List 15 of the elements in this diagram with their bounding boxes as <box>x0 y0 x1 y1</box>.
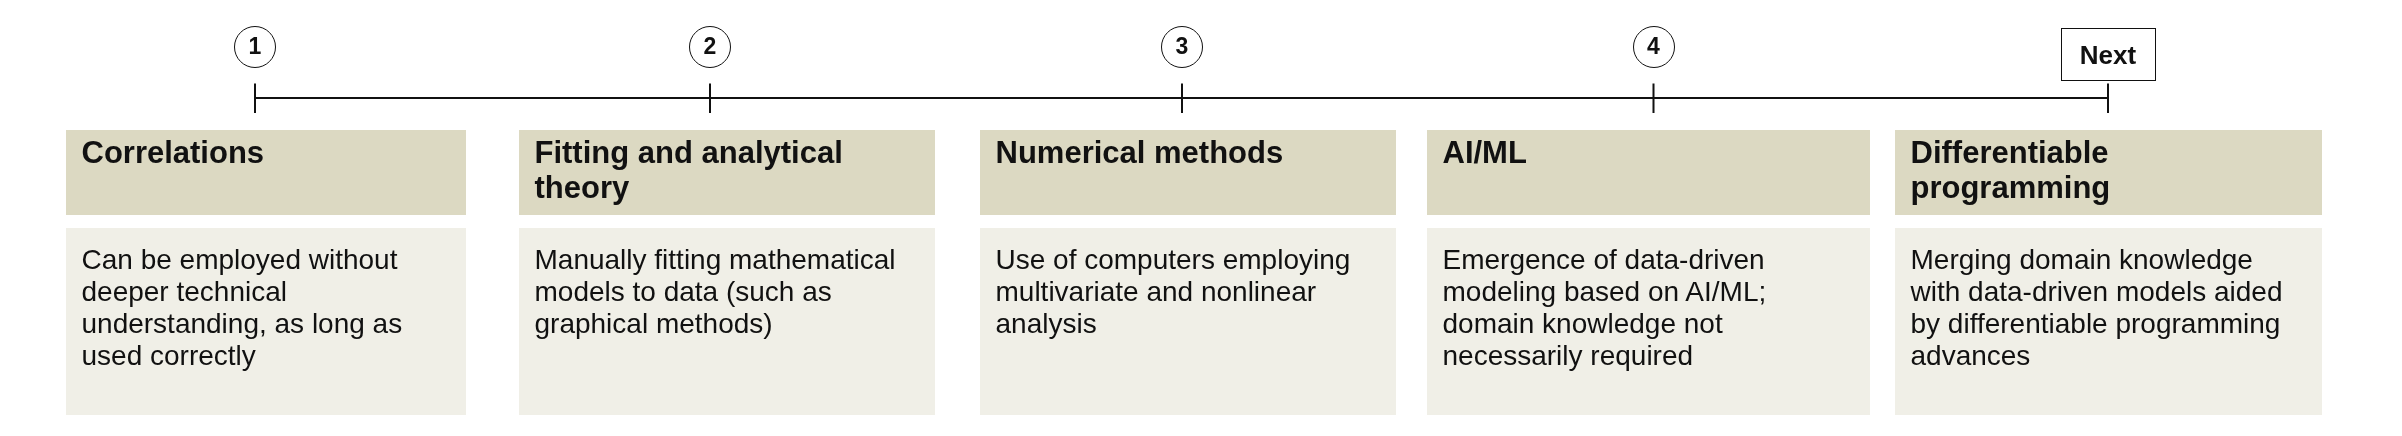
stage-heading-band: AI/ML <box>1426 129 1870 215</box>
stage-description-panel: Can be employed without deeper technical understanding, as long as used correctly <box>65 227 466 415</box>
step-number-circle: 2 <box>689 25 731 68</box>
stage-description-panel: Emergence of data-driven modeling based on AI/ML; domain knowledge not necessarily required <box>1426 227 1870 415</box>
stage-heading-band: Differentiable programming <box>1894 129 2322 215</box>
stage-description-panel: Manually fitting mathematical models to data (such as graphical methods) <box>518 227 935 415</box>
stage-heading-band: Numerical methods <box>979 129 1396 215</box>
step-number-circle: 1 <box>234 25 276 68</box>
stage-heading-band: Correlations <box>65 129 466 215</box>
next-step-box: Next <box>2060 28 2156 81</box>
stage-heading-band: Fitting and analytical theory <box>518 129 935 215</box>
step-number-circle: 4 <box>1632 25 1675 68</box>
stage-description-panel: Use of computers employing multivariate and nonlinear analysis <box>979 227 1396 415</box>
stage-description-panel: Merging domain knowledge with data-driven models aided by differentiable programming advances <box>1894 227 2322 415</box>
step-number-circle: 3 <box>1161 25 1203 68</box>
